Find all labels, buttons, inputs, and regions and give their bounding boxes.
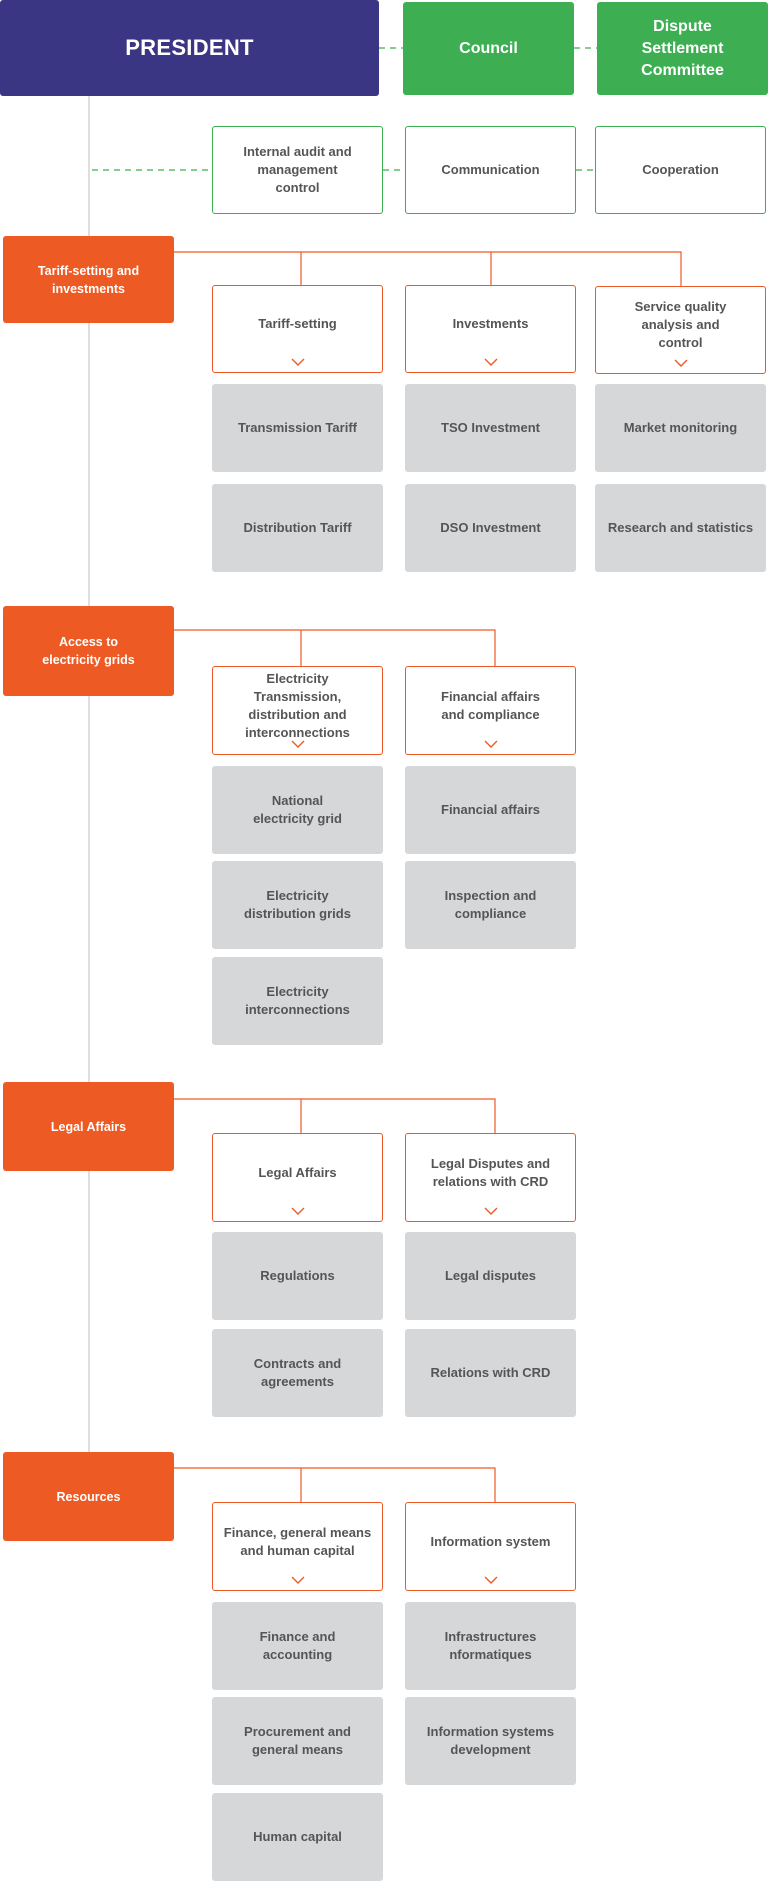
chevron-down-icon[interactable] <box>484 740 498 748</box>
leaf-label: Human capital <box>253 1829 342 1844</box>
leaf-interconnections[interactable]: Electricity interconnections <box>212 957 383 1045</box>
leaf-legal-disputes[interactable]: Legal disputes <box>405 1232 576 1320</box>
unit-label: Investments <box>452 316 529 331</box>
unit-label: Information system <box>430 1533 551 1549</box>
unit-investments[interactable]: Investments <box>405 285 576 373</box>
leaf-label: Electricity distribution grids <box>244 888 351 921</box>
leaf-distribution-grids[interactable]: Electricity distribution grids <box>212 861 383 949</box>
unit-label: Financial affairs and compliance <box>441 688 540 722</box>
unit-label: Legal Affairs <box>258 1164 337 1180</box>
dispute-committee-label: Dispute Settlement Committee <box>641 17 724 79</box>
staff-unit-audit[interactable]: Internal audit and management control <box>212 126 383 214</box>
president-box[interactable]: PRESIDENT <box>0 0 379 96</box>
leaf-national-grid[interactable]: National electricity grid <box>212 766 383 854</box>
leaf-finance-accounting[interactable]: Finance and accounting <box>212 1602 383 1690</box>
unit-tariff-setting[interactable]: Tariff-setting <box>212 285 383 373</box>
leaf-label: Legal disputes <box>444 1268 537 1283</box>
chevron-down-icon[interactable] <box>291 358 305 366</box>
unit-legal-affairs[interactable]: Legal Affairs <box>212 1133 383 1222</box>
leaf-label: TSO Investment <box>441 420 540 435</box>
department-tariff-investments[interactable]: Tariff-setting and investments <box>3 236 174 323</box>
leaf-transmission-tariff[interactable]: Transmission Tariff <box>212 384 383 472</box>
unit-label: Legal Disputes and relations with CRD <box>430 1155 551 1189</box>
leaf-label: Distribution Tariff <box>243 520 352 535</box>
chevron-down-icon[interactable] <box>484 358 498 366</box>
leaf-label: Relations with CRD <box>430 1365 551 1380</box>
unit-information-system[interactable]: Information system <box>405 1502 576 1591</box>
leaf-label: Market monitoring <box>623 420 738 435</box>
leaf-regulations[interactable]: Regulations <box>212 1232 383 1320</box>
leaf-relations-crd[interactable]: Relations with CRD <box>405 1329 576 1417</box>
leaf-infrastructures[interactable]: Infrastructures nformatiques <box>405 1602 576 1690</box>
unit-label: Finance, general means and human capital <box>223 1524 372 1558</box>
department-label: Access to electricity grids <box>42 635 135 667</box>
president-label: PRESIDENT <box>125 35 254 60</box>
leaf-dso-investment[interactable]: DSO Investment <box>405 484 576 572</box>
department-label: Tariff-setting and investments <box>37 263 140 296</box>
leaf-label: Regulations <box>260 1268 335 1283</box>
leaf-label: Contracts and agreements <box>253 1356 342 1389</box>
chevron-down-icon[interactable] <box>484 1576 498 1584</box>
department-resources[interactable]: Resources <box>3 1452 174 1541</box>
chevron-down-icon[interactable] <box>291 1576 305 1584</box>
unit-service-quality[interactable]: Service quality analysis and control <box>595 286 766 374</box>
staff-unit-label: Cooperation <box>642 162 719 177</box>
leaf-label: Procurement and general means <box>244 1724 351 1757</box>
staff-unit-cooperation[interactable]: Cooperation <box>595 126 766 214</box>
dispute-committee-box[interactable]: Dispute Settlement Committee <box>597 2 768 95</box>
leaf-financial-affairs[interactable]: Financial affairs <box>405 766 576 854</box>
leaf-is-development[interactable]: Information systems development <box>405 1697 576 1785</box>
staff-unit-label: Internal audit and management control <box>243 144 352 195</box>
staff-unit-label: Communication <box>441 162 540 177</box>
council-box[interactable]: Council <box>403 2 574 95</box>
leaf-inspection-compliance[interactable]: Inspection and compliance <box>405 861 576 949</box>
department-label: Resources <box>56 1489 121 1504</box>
leaf-tso-investment[interactable]: TSO Investment <box>405 384 576 472</box>
staff-unit-communication[interactable]: Communication <box>405 126 576 214</box>
leaf-label: Research and statistics <box>607 520 754 535</box>
leaf-research-statistics[interactable]: Research and statistics <box>595 484 766 572</box>
leaf-label: Inspection and compliance <box>444 888 537 921</box>
leaf-contracts-agreements[interactable]: Contracts and agreements <box>212 1329 383 1417</box>
council-label: Council <box>459 39 518 57</box>
leaf-label: Infrastructures nformatiques <box>444 1629 537 1662</box>
unit-label: Electricity Transmission, distribution a… <box>245 670 350 740</box>
department-access-grids[interactable]: Access to electricity grids <box>3 606 174 696</box>
leaf-label: Financial affairs <box>441 802 540 817</box>
leaf-label: Finance and accounting <box>259 1629 336 1662</box>
chevron-down-icon[interactable] <box>674 359 688 367</box>
unit-label: Service quality analysis and control <box>634 299 727 350</box>
department-label: Legal Affairs <box>50 1119 127 1134</box>
leaf-human-capital[interactable]: Human capital <box>212 1793 383 1881</box>
leaf-label: National electricity grid <box>253 793 342 826</box>
leaf-label: Electricity interconnections <box>245 984 350 1017</box>
leaf-distribution-tariff[interactable]: Distribution Tariff <box>212 484 383 572</box>
unit-electricity-transmission[interactable]: Electricity Transmission, distribution a… <box>212 666 383 755</box>
unit-finance-human-capital[interactable]: Finance, general means and human capital <box>212 1502 383 1591</box>
unit-label: Tariff-setting <box>258 316 337 331</box>
leaf-label: Transmission Tariff <box>238 420 357 435</box>
unit-financial-compliance[interactable]: Financial affairs and compliance <box>405 666 576 755</box>
department-legal-affairs[interactable]: Legal Affairs <box>3 1082 174 1171</box>
leaf-market-monitoring[interactable]: Market monitoring <box>595 384 766 472</box>
chevron-down-icon[interactable] <box>484 1207 498 1215</box>
leaf-label: DSO Investment <box>440 520 541 535</box>
leaf-label: Information systems development <box>426 1724 555 1757</box>
chevron-down-icon[interactable] <box>291 1207 305 1215</box>
unit-legal-disputes[interactable]: Legal Disputes and relations with CRD <box>405 1133 576 1222</box>
leaf-procurement[interactable]: Procurement and general means <box>212 1697 383 1785</box>
chevron-down-icon[interactable] <box>291 740 305 748</box>
